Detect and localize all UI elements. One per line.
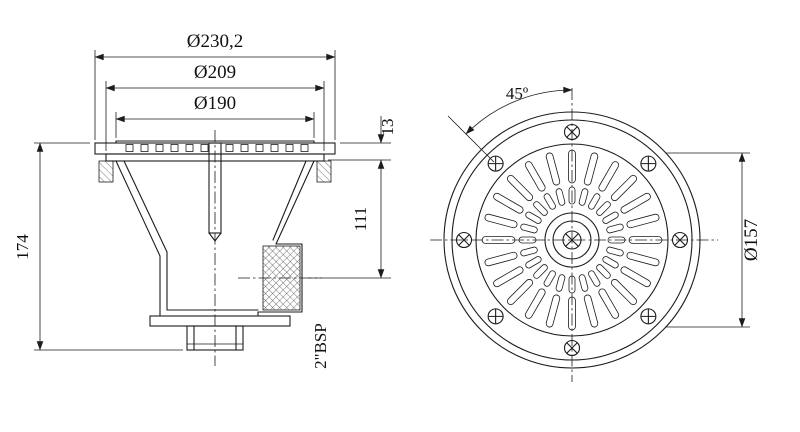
dim-screw-angle: 45º [447, 84, 573, 163]
center-stem-tip [208, 232, 222, 242]
threaded-outlet [257, 243, 303, 317]
dim-rim-height: 13 [328, 116, 397, 161]
grille-boundary-circle [475, 143, 669, 337]
dim-text-230: Ø230,2 [187, 31, 243, 52]
cone-left-outer [115, 160, 161, 257]
dim-text-209: Ø209 [194, 62, 236, 83]
cone-right-inner [272, 160, 307, 241]
dim-depth-to-outlet: 111 [308, 159, 391, 279]
dim-text-13: 13 [378, 119, 397, 136]
dim-text-190: Ø190 [194, 93, 236, 114]
dim-text-174: 174 [13, 234, 32, 260]
dim-trim-ring: Ø209 [105, 62, 325, 151]
dim-text-45: 45º [506, 84, 528, 103]
screw-icon [637, 305, 660, 328]
grate-slots-section [125, 144, 309, 152]
side-view: Ø230,2 Ø209 Ø190 174 [13, 31, 397, 369]
side-view-geometry [94, 130, 336, 366]
thread-hatch-cross [262, 245, 301, 311]
dim-screw-circle: Ø157 [666, 152, 762, 328]
label-thread-bsp: 2"BSP [311, 323, 330, 369]
top-view-geometry [430, 88, 718, 382]
top-view-dimensions: 45º Ø157 [447, 84, 762, 328]
bottom-plate [149, 315, 291, 327]
screw-icon [637, 152, 660, 175]
cone-left-inner [123, 160, 168, 253]
right-clamp [316, 160, 332, 183]
bottom-stub [186, 325, 244, 351]
screw-icon [484, 305, 507, 328]
dim-flange-outer: Ø230,2 [94, 31, 336, 140]
dim-overall-height: 174 [13, 142, 183, 351]
center-screw-icon [562, 230, 582, 250]
flange-lip [105, 153, 325, 162]
top-view: 45º Ø157 [430, 84, 762, 382]
dim-grate: Ø190 [115, 93, 315, 138]
dim-text-111: 111 [351, 207, 370, 231]
side-view-dimensions: Ø230,2 Ø209 Ø190 174 [13, 31, 397, 369]
cone-right-outer [275, 160, 315, 245]
center-stem [208, 142, 222, 234]
left-clamp [98, 160, 114, 183]
dim-text-157: Ø157 [741, 219, 762, 261]
center-hub [544, 212, 600, 268]
